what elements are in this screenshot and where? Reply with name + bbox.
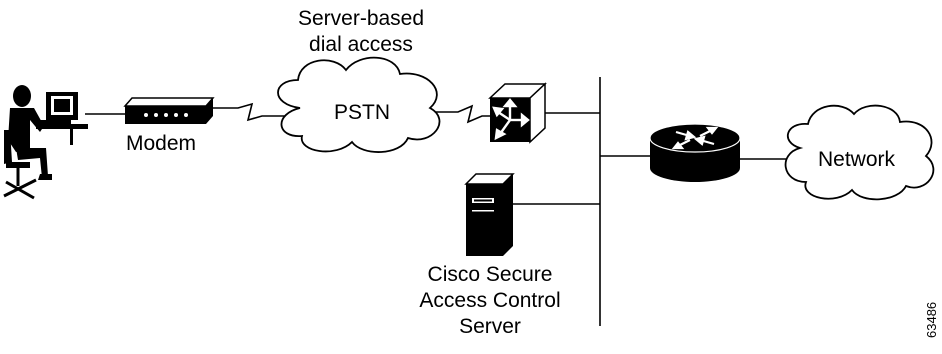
dial-access-caption: Server-based dial access	[285, 6, 437, 58]
figure-number: 63486	[924, 301, 939, 338]
modem-pstn-dial-link	[213, 102, 290, 122]
server-tower-icon	[464, 173, 515, 256]
router-icon	[649, 123, 741, 182]
pstn-label: PSTN	[334, 101, 391, 124]
access-server-icon	[488, 82, 547, 144]
connection-lines	[85, 77, 792, 326]
modem-label: Modem	[126, 132, 197, 155]
dial-access-caption-line-2: dial access	[309, 33, 413, 56]
user-at-workstation-icon	[3, 85, 88, 200]
pstn-cloud-icon	[277, 56, 441, 153]
acs-server-caption: Cisco Secure Access Control Server	[404, 262, 576, 340]
network-label: Network	[818, 148, 896, 171]
network-cloud-icon	[784, 104, 935, 201]
acs-server-caption-line-3: Server	[459, 315, 521, 338]
dial-access-caption-line-1: Server-based	[297, 7, 425, 30]
acs-server-caption-line-2: Access Control	[419, 289, 561, 312]
modem-icon	[123, 97, 215, 124]
pstn-accessserver-dial-link	[436, 104, 490, 124]
acs-server-caption-line-1: Cisco Secure	[427, 263, 553, 286]
